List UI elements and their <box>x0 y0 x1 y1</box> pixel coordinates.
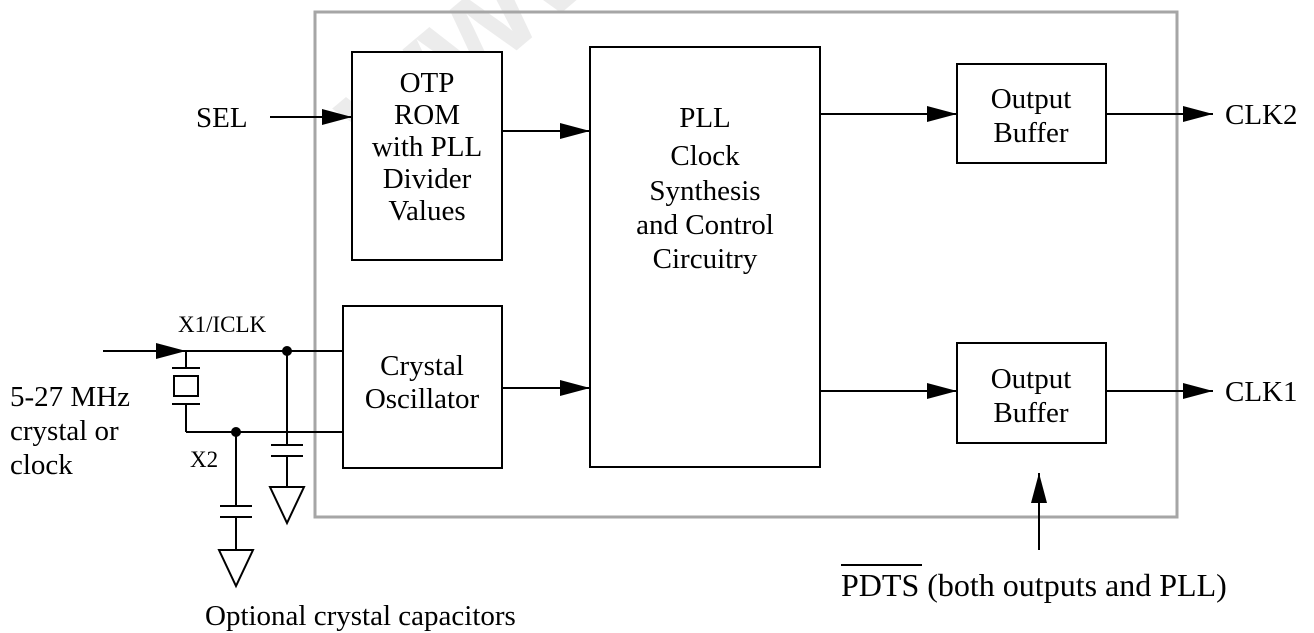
buffer-top-line-2: Buffer <box>993 117 1069 149</box>
ground-icon <box>268 486 306 526</box>
clk1-label: CLK1 <box>1225 376 1298 408</box>
buffer-top-line-1: Output <box>991 83 1072 115</box>
ground-icon <box>217 549 255 589</box>
crystal-osc-line-1: Crystal <box>380 350 464 382</box>
output-buffer-top-block: Output Buffer <box>956 63 1107 164</box>
input-desc-line-1: 5-27 MHz <box>10 381 130 413</box>
buffer-bottom-line-2: Buffer <box>993 397 1069 429</box>
otp-rom-line-2: ROM <box>394 99 460 131</box>
x2-label: X2 <box>190 447 218 472</box>
buffer-bottom-line-1: Output <box>991 363 1072 395</box>
capacitor-x2 <box>217 427 255 589</box>
crystal-symbol <box>172 351 200 432</box>
otp-rom-line-4: Divider <box>383 163 472 195</box>
otp-rom-line-5: Values <box>388 195 465 227</box>
otp-rom-line-3: with PLL <box>372 131 482 163</box>
input-desc-line-3: clock <box>10 449 73 481</box>
input-desc-line-2: crystal or <box>10 415 119 447</box>
pdts-text: PDTS (both outputs and PLL) <box>841 567 1227 603</box>
clk2-label: CLK2 <box>1225 99 1298 131</box>
pll-line-5: Circuitry <box>653 243 758 275</box>
otp-rom-line-1: OTP <box>400 67 455 99</box>
chip-outline <box>313 10 1179 519</box>
capacitor-x1 <box>268 346 306 526</box>
pdts-label: PDTS (both outputs and PLL) <box>841 564 1227 603</box>
pll-line-4: and Control <box>636 209 774 241</box>
x1-label: X1/ICLK <box>178 312 267 337</box>
pll-line-2: Clock <box>670 140 740 172</box>
pdts-bar-text: PDTS <box>841 567 919 603</box>
pdts-rest-text: (both outputs and PLL) <box>919 567 1227 603</box>
output-buffer-bottom-block: Output Buffer <box>956 342 1107 444</box>
crystal-osc-line-2: Oscillator <box>365 383 480 415</box>
otp-rom-block: OTP ROM with PLL Divider Values <box>351 51 503 261</box>
crystal-oscillator-block: Crystal Oscillator <box>342 305 503 469</box>
pll-block: PLL Clock Synthesis and Control Circuitr… <box>589 46 821 468</box>
pll-line-3: Synthesis <box>649 175 760 207</box>
sel-label: SEL <box>196 102 248 134</box>
pll-line-1: PLL <box>679 102 731 134</box>
caps-caption: Optional crystal capacitors <box>205 600 516 632</box>
